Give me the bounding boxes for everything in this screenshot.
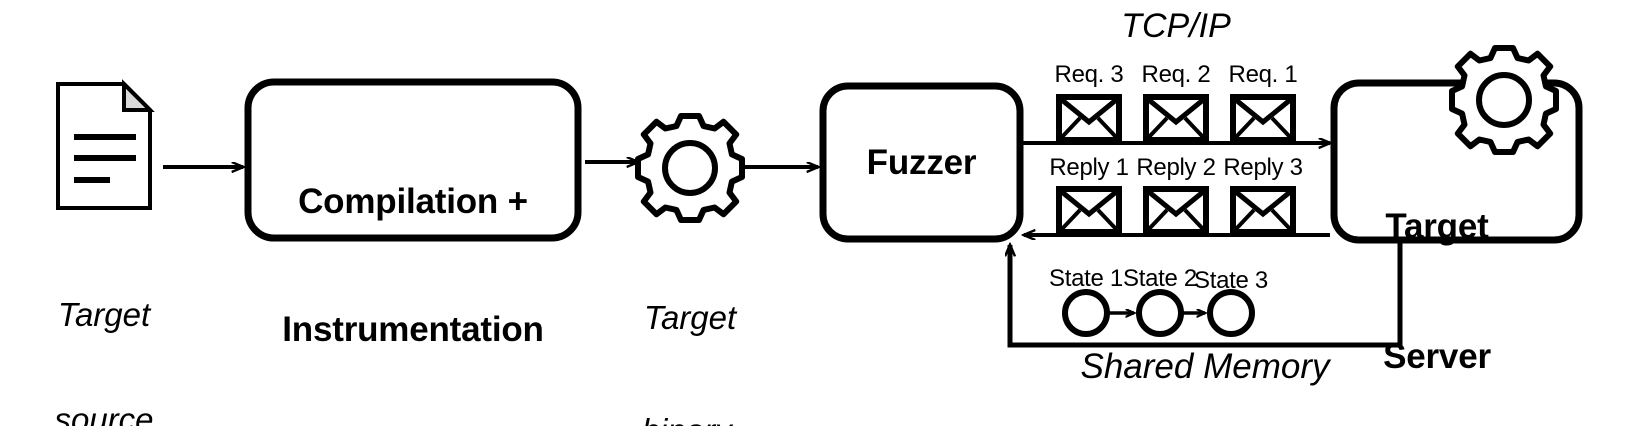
state-circle-icon-3 — [1207, 289, 1255, 337]
server-box-label: Target Server — [1334, 118, 1540, 426]
binary-caption-line-2: binary, — [565, 412, 815, 426]
envelope-icon-reply2 — [1143, 186, 1209, 235]
fuzzer-box — [819, 82, 1024, 243]
request-label-req2: Req. 2 — [1141, 61, 1211, 88]
request-label-req3: Req. 3 — [1054, 61, 1124, 88]
binary-caption: Target binary, instrumented — [565, 224, 815, 426]
tcpip-label: TCP/IP — [1121, 7, 1231, 45]
envelope-icon-req2 — [1143, 94, 1209, 143]
reply-label-reply1: Reply 1 — [1049, 154, 1129, 181]
envelope-icon-reply1 — [1056, 186, 1122, 235]
edge-shared-memory-loop — [1010, 240, 1403, 348]
request-label-req1: Req. 1 — [1228, 61, 1298, 88]
binary-caption-line-1: Target — [643, 299, 737, 337]
server-label-line-2: Server — [1383, 336, 1491, 376]
envelope-icon-req3 — [1056, 94, 1122, 143]
source-doc-caption: Target source code — [14, 228, 194, 426]
gear-icon-server — [1449, 45, 1559, 155]
envelope-icon-reply3 — [1230, 186, 1296, 235]
state-label-2: State 2 — [1123, 265, 1197, 292]
state-label-3: State 3 — [1194, 267, 1268, 294]
compilation-label-line-2: Instrumentation — [282, 310, 544, 350]
gear-icon-binary — [635, 113, 745, 223]
compilation-box-label: Compilation + Instrumentation pass — [248, 96, 578, 426]
reply-label-reply3: Reply 3 — [1223, 154, 1303, 181]
compilation-label-line-1: Compilation + — [298, 182, 528, 222]
source-doc-caption-line-2: source — [54, 400, 154, 426]
document-icon — [56, 79, 155, 210]
state-label-1: State 1 — [1049, 265, 1123, 292]
fuzzer-box-label: Fuzzer — [866, 143, 977, 182]
state-circle-icon-2 — [1136, 289, 1184, 337]
envelope-icon-req1 — [1230, 94, 1296, 143]
source-doc-caption-line-1: Target — [57, 295, 151, 333]
shared-memory-label: Shared Memory — [1080, 347, 1330, 386]
server-label-line-1: Target — [1385, 206, 1489, 246]
compilation-box — [244, 78, 582, 242]
state-circle-icon-1 — [1062, 289, 1110, 337]
reply-label-reply2: Reply 2 — [1136, 154, 1216, 181]
